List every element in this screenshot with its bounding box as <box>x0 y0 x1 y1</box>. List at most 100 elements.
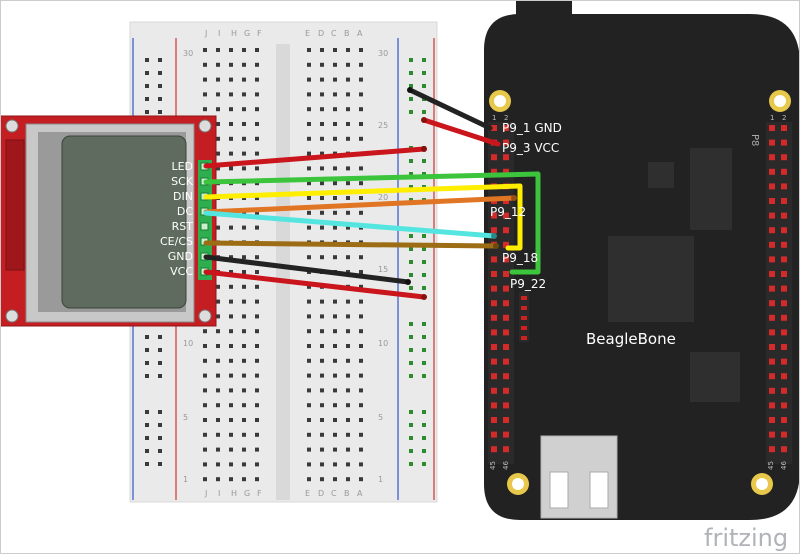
breadboard-hole <box>359 462 363 467</box>
rail-hole <box>409 374 413 378</box>
breadboard-hole <box>229 447 233 452</box>
breadboard-hole <box>359 329 363 334</box>
mounting-hole-center <box>774 95 786 107</box>
breadboard-hole <box>307 62 311 67</box>
header-pin <box>769 417 775 423</box>
row-number: 10 <box>378 339 388 348</box>
header-pin <box>491 168 497 175</box>
header-pin <box>781 271 787 277</box>
header-pin <box>769 285 775 292</box>
breadboard-hole <box>307 210 311 215</box>
breadboard-hole <box>307 48 311 52</box>
header-pin <box>769 198 775 204</box>
header-pin <box>503 168 509 175</box>
breadboard-hole <box>203 358 207 363</box>
pin-label-p9-22: P9_22 <box>510 277 546 291</box>
breadboard-hole <box>320 48 324 52</box>
breadboard-hole <box>229 62 233 67</box>
header-pin <box>503 125 509 131</box>
header-pin <box>491 358 497 365</box>
breadboard-hole <box>333 166 337 171</box>
rail-hole <box>145 110 149 114</box>
breadboard-hole <box>255 92 259 97</box>
wire-vcc <box>203 269 427 300</box>
rail-hole <box>409 198 413 202</box>
rail-hole <box>145 374 149 378</box>
breadboard-hole <box>255 77 259 82</box>
small-header-pin <box>521 296 527 300</box>
breadboard-hole <box>307 107 311 112</box>
breadboard-hole <box>359 107 363 112</box>
breadboard-hole <box>333 77 337 82</box>
row-number: 20 <box>378 193 388 202</box>
header-pin <box>781 431 787 438</box>
row-number: 30 <box>183 49 193 58</box>
rail-hole <box>145 449 149 453</box>
breadboard-hole <box>307 477 311 482</box>
breadboard-hole <box>203 77 207 82</box>
rail-hole <box>409 58 413 62</box>
header-pin <box>503 402 509 409</box>
pin-label-p9-12: P9_12 <box>490 205 526 219</box>
rail-hole <box>409 322 413 326</box>
lcd-pin-label-led: LED <box>171 160 193 173</box>
header-pin <box>781 183 787 190</box>
breadboard-hole <box>255 432 259 437</box>
breadboard-hole <box>229 388 233 393</box>
header-pin <box>503 212 509 219</box>
breadboard-hole <box>203 388 207 393</box>
breadboard-hole <box>255 122 259 126</box>
header-pin <box>491 300 497 307</box>
rail-hole <box>145 348 149 352</box>
breadboard-hole <box>216 329 220 334</box>
breadboard-hole <box>307 77 311 82</box>
breadboard-hole <box>333 373 337 378</box>
breadboard-hole <box>203 48 207 52</box>
breadboard-hole <box>333 418 337 422</box>
header-pin <box>769 227 775 234</box>
pin-number: 1 <box>770 114 774 122</box>
breadboard-hole <box>216 92 220 97</box>
breadboard-hole <box>333 136 337 141</box>
header-pin <box>781 300 787 307</box>
breadboard-hole <box>255 329 259 334</box>
breadboard-hole <box>333 92 337 97</box>
wires <box>203 87 541 300</box>
lcd-side-connector <box>5 139 25 271</box>
breadboard-hole <box>346 92 350 97</box>
breadboard-hole <box>333 314 337 319</box>
breadboard-hole <box>307 196 311 200</box>
breadboard-hole <box>359 344 363 348</box>
breadboard-hole <box>216 62 220 67</box>
breadboard-hole <box>346 62 350 67</box>
breadboard-hole <box>216 403 220 408</box>
breadboard-hole <box>359 181 363 186</box>
breadboard-hole <box>307 299 311 304</box>
breadboard-hole <box>333 196 337 200</box>
rail-hole <box>422 159 426 163</box>
rail-hole <box>145 462 149 466</box>
pin-number: 46 <box>780 461 788 470</box>
breadboard-hole <box>346 181 350 186</box>
breadboard-hole <box>320 122 324 126</box>
rail-hole <box>409 84 413 88</box>
breadboard-hole <box>307 166 311 171</box>
breadboard-hole <box>242 77 246 82</box>
header-label: P8 <box>749 134 760 146</box>
breadboard-hole <box>255 358 259 363</box>
breadboard-hole <box>346 225 350 230</box>
breadboard-hole <box>216 477 220 482</box>
wire-din <box>203 183 523 251</box>
breadboard-hole <box>320 107 324 112</box>
rail-hole <box>409 273 413 277</box>
breadboard-hole <box>255 210 259 215</box>
rail-hole <box>409 260 413 264</box>
column-letters: J I H G F E D C B A J I H G F E D C B A <box>204 29 363 498</box>
breadboard-hole <box>307 388 311 393</box>
header-pin <box>503 241 509 248</box>
column-letter: B <box>344 489 350 498</box>
rail-hole <box>409 423 413 427</box>
rail-hole <box>158 84 162 88</box>
wire-gnd <box>203 254 411 285</box>
header-pin <box>491 446 497 453</box>
